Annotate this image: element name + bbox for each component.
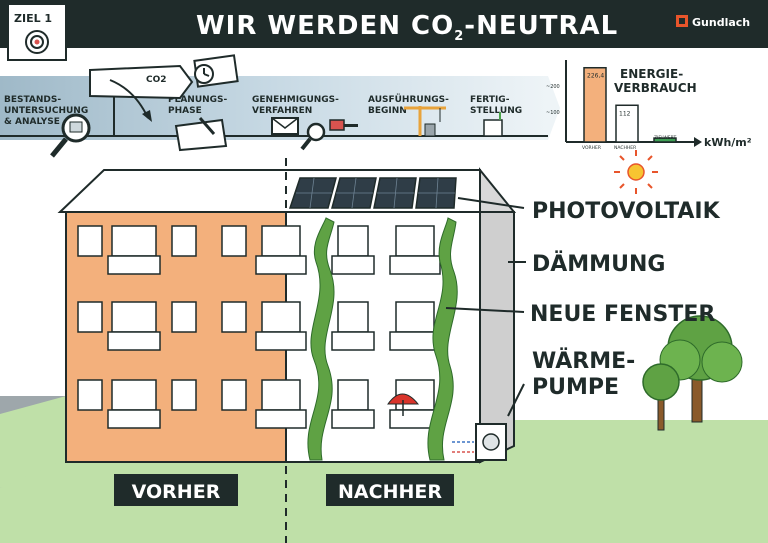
magnifier-icon	[50, 113, 91, 158]
finished-building-icon	[483, 112, 503, 137]
co2-label: CO2	[146, 75, 167, 85]
step-3-line-1: GENEHMIGUNGS-	[252, 95, 339, 105]
umbrella-icon	[387, 393, 420, 416]
balcony	[389, 331, 441, 351]
tag-nachher-text: NACHHER	[338, 481, 442, 503]
step-1-line-2: UNTERSUCHUNG	[4, 106, 88, 116]
blueprint-icon	[174, 117, 228, 152]
window	[111, 379, 157, 411]
tree-small	[642, 363, 680, 431]
window	[171, 379, 197, 411]
window	[261, 225, 301, 257]
energy-title-1: ENERGIE-	[620, 67, 683, 81]
step-5-line-2: STELLUNG	[470, 106, 522, 116]
step-4-line-1: AUSFÜHRUNGS-	[368, 94, 449, 105]
tag-nachher: NACHHER	[326, 474, 454, 506]
window	[77, 301, 103, 333]
energy-chart: ENERGIE- VERBRAUCH ~200 ~100 kWh/m² 226,…	[546, 60, 752, 151]
energy-unit: kWh/m²	[704, 136, 752, 149]
balcony	[107, 409, 161, 429]
label-photovoltaik: PHOTOVOLTAIK	[532, 199, 721, 224]
balcony	[255, 331, 307, 351]
callout-lines	[445, 197, 526, 417]
header-bar	[0, 0, 768, 48]
sun-icon	[614, 150, 658, 194]
window	[221, 301, 247, 333]
balcony	[107, 331, 161, 351]
balcony	[107, 255, 161, 275]
balcony	[255, 409, 307, 429]
brand-name: Gundlach	[692, 16, 750, 29]
balcony	[255, 255, 307, 275]
tag-vorher: VORHER	[114, 474, 238, 506]
step-1-line-1: BESTANDS-	[4, 95, 61, 105]
label-neue-fenster: NEUE FENSTER	[530, 302, 715, 327]
page-title: WIR WERDEN CO2-NEUTRAL	[196, 11, 618, 44]
window	[261, 301, 301, 333]
energy-bar-vorher-label: VORHER	[582, 145, 601, 151]
window	[111, 225, 157, 257]
tag-vorher-text: VORHER	[132, 481, 221, 503]
step-2-line-2: PHASE	[168, 106, 202, 116]
energy-bar-nachher	[615, 104, 639, 143]
energy-ytick-1: ~200	[546, 84, 560, 90]
energy-bar-vorher-value: 226,4	[587, 73, 604, 80]
timeline: BESTANDS- UNTERSUCHUNG & ANALYSE PLANUNG…	[0, 54, 560, 158]
brand-logo: Gundlach	[676, 15, 750, 29]
step-2-line-1: PLANUNGS-	[168, 95, 228, 105]
envelope-icon	[271, 117, 299, 135]
window	[77, 225, 103, 257]
target-icon	[25, 30, 49, 54]
balcony	[331, 255, 375, 275]
stamp-icon	[329, 119, 358, 131]
balcony	[331, 331, 375, 351]
step-4-line-2: BEGINN	[368, 106, 407, 116]
energy-bar-nachher-label: NACHHER	[614, 145, 636, 151]
heat-pump-icon	[452, 423, 507, 461]
windows	[77, 225, 441, 429]
window	[395, 225, 435, 257]
crane-icon	[404, 106, 446, 137]
insulation-side	[479, 211, 515, 464]
label-daemmung: DÄMMUNG	[532, 251, 665, 277]
window	[77, 379, 103, 411]
step-3-line-2: VERFAHREN	[252, 106, 312, 116]
step-1-line-3: & ANALYSE	[4, 117, 60, 127]
solar-panel-grid	[296, 177, 455, 209]
window	[171, 225, 197, 257]
balcony	[331, 409, 375, 429]
goal-badge-text: ZIEL 1	[14, 12, 52, 25]
energy-bar-zielwert	[653, 137, 677, 143]
balcony	[389, 255, 441, 275]
clock-icon	[193, 54, 239, 88]
energy-axis-arrow	[694, 137, 702, 147]
energy-bar-nachher-value: 112	[619, 110, 631, 117]
approval-magnifier-icon	[300, 122, 326, 151]
energy-bar-vorher	[583, 66, 607, 143]
window	[261, 379, 301, 411]
window	[395, 301, 435, 333]
window	[337, 379, 369, 411]
window	[221, 379, 247, 411]
window	[111, 301, 157, 333]
goal-badge: ZIEL 1	[7, 3, 67, 61]
window	[221, 225, 247, 257]
co2-sign-icon: CO2	[89, 64, 194, 136]
energy-ytick-2: ~100	[546, 110, 560, 116]
window	[337, 225, 369, 257]
window	[337, 301, 369, 333]
climbing-plants	[307, 217, 458, 461]
window	[171, 301, 197, 333]
step-5-line-1: FERTIG-	[470, 95, 510, 105]
energy-bar-zielwert-label: ZIELWERT	[654, 135, 676, 141]
label-pumpe: PUMPE	[532, 375, 619, 400]
energy-title-2: VERBRAUCH	[614, 81, 697, 95]
label-waerme: WÄRME-	[532, 348, 635, 374]
